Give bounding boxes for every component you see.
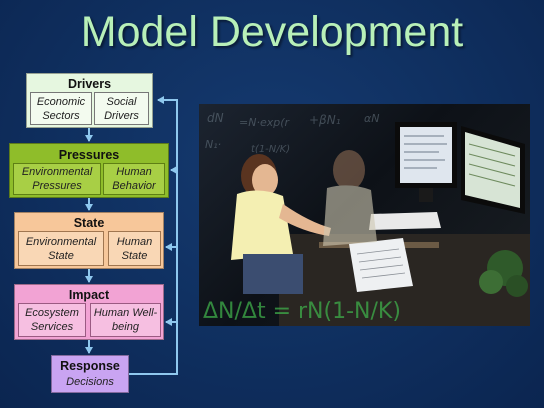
svg-text:t(1-N/K): t(1-N/K) — [251, 144, 290, 155]
svg-text:+βN₁: +βN₁ — [309, 113, 341, 127]
slide-title: Model Development — [80, 8, 464, 56]
impact-box: Impact Ecosystem Services Human Well-bei… — [14, 284, 164, 340]
svg-text:N₁·: N₁· — [205, 138, 221, 151]
drivers-box: Drivers Economic Sectors Social Drivers — [26, 73, 153, 128]
drivers-cell-social: Social Drivers — [94, 92, 149, 125]
svg-text:αN: αN — [364, 112, 379, 125]
response-subtitle: Decisions — [66, 376, 114, 388]
response-heading: Response — [60, 359, 120, 373]
monitor-left — [395, 122, 457, 202]
pressures-heading: Pressures — [58, 148, 120, 162]
pressures-cell-human: Human Behavior — [103, 163, 165, 195]
plant — [479, 250, 528, 297]
monitor-right — [461, 126, 525, 214]
researcher-back — [323, 150, 377, 246]
svg-text:=N·exp(r: =N·exp(r — [239, 116, 290, 129]
photo-illustration: dN =N·exp(r +βN₁ αN N₁· t(1-N/K) — [203, 111, 530, 326]
keyboard — [369, 212, 441, 230]
impact-cell-ecosystem: Ecosystem Services — [18, 303, 86, 337]
state-cell-environmental: Environmental State — [18, 231, 104, 266]
svg-text:dN: dN — [207, 111, 224, 125]
drivers-cell-economic: Economic Sectors — [30, 92, 92, 125]
researchers-photo: dN =N·exp(r +βN₁ αN N₁· t(1-N/K) — [199, 104, 530, 326]
impact-cell-human: Human Well-being — [90, 303, 161, 337]
state-box: State Environmental State Human State — [14, 212, 164, 269]
researcher-front — [231, 154, 331, 294]
impact-heading: Impact — [68, 288, 110, 302]
equation-overlay: ΔN/Δt = rN(1-N/K) — [203, 299, 401, 324]
state-cell-human: Human State — [108, 231, 161, 266]
equations-background: dN =N·exp(r +βN₁ αN N₁· t(1-N/K) — [205, 111, 379, 155]
pressures-cell-environmental: Environmental Pressures — [13, 163, 101, 195]
papers — [349, 238, 413, 292]
state-heading: State — [73, 216, 105, 230]
drivers-heading: Drivers — [67, 77, 112, 91]
pressures-box: Pressures Environmental Pressures Human … — [9, 143, 169, 198]
response-box: Response Decisions — [51, 355, 129, 393]
